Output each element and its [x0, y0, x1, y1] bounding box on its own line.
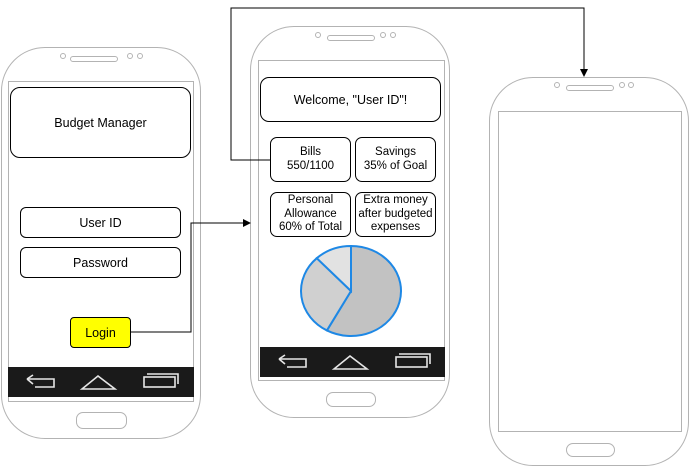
dashboard-recent-apps-icon[interactable] — [395, 353, 431, 368]
welcome-text: Welcome, "User ID"! — [293, 92, 408, 107]
blank-phone-speaker — [566, 85, 614, 91]
login-recent-apps-icon[interactable] — [143, 373, 179, 388]
pie-slice-2 — [300, 256, 353, 332]
user-id-field[interactable]: User ID — [20, 207, 181, 238]
login-phone-camera — [60, 53, 66, 59]
dashboard-back-icon[interactable] — [278, 354, 307, 368]
login-phone-sensor-2 — [137, 53, 143, 59]
login-back-icon[interactable] — [26, 374, 55, 388]
login-to-dashboard-connector — [131, 219, 251, 333]
login-phone-speaker — [70, 56, 118, 62]
dashboard-phone-sensor — [380, 32, 386, 38]
dashboard-phone-home-button — [326, 392, 376, 407]
extra-money-tile-text: Extra money after budgeted expenses — [358, 194, 433, 234]
pie-slice-1 — [325, 244, 402, 337]
login-button[interactable]: Login — [70, 317, 131, 348]
blank-screen — [498, 111, 682, 432]
dashboard-phone-speaker — [327, 35, 375, 41]
login-home-icon[interactable] — [79, 374, 118, 390]
login-phone-home-button — [76, 412, 127, 429]
login-nav-bar — [8, 367, 194, 397]
password-label: Password — [73, 255, 128, 270]
login-phone-sensor — [127, 53, 133, 59]
extra-money-tile[interactable]: Extra money after budgeted expenses — [355, 192, 436, 237]
blank-phone-sensor-2 — [628, 82, 634, 88]
app-title: Budget Manager — [54, 115, 147, 130]
bills-tile-text: Bills 550/1100 — [286, 146, 335, 172]
login-button-label: Login — [85, 325, 116, 340]
personal-allowance-tile-text: Personal Allowance 60% of Total — [278, 194, 343, 234]
dashboard-home-icon[interactable] — [331, 354, 370, 370]
blank-phone-camera — [554, 82, 560, 88]
savings-tile[interactable]: Savings 35% of Goal — [355, 137, 436, 182]
bills-to-blank-phone-connector — [230, 7, 588, 161]
password-field[interactable]: Password — [20, 247, 181, 278]
welcome-banner: Welcome, "User ID"! — [260, 77, 441, 122]
blank-phone-sensor — [619, 82, 625, 88]
blank-phone-home-button — [566, 443, 615, 457]
savings-tile-text: Savings 35% of Goal — [363, 146, 428, 172]
bills-tile[interactable]: Bills 550/1100 — [270, 137, 351, 182]
app-title-banner: Budget Manager — [10, 87, 191, 158]
personal-allowance-tile[interactable]: Personal Allowance 60% of Total — [270, 192, 351, 237]
dashboard-nav-bar — [260, 347, 445, 377]
budget-pie-chart — [300, 244, 402, 337]
user-id-label: User ID — [79, 215, 122, 230]
dashboard-phone-sensor-2 — [390, 32, 396, 38]
pie-slice-3 — [315, 244, 352, 294]
dashboard-phone-camera — [315, 32, 321, 38]
